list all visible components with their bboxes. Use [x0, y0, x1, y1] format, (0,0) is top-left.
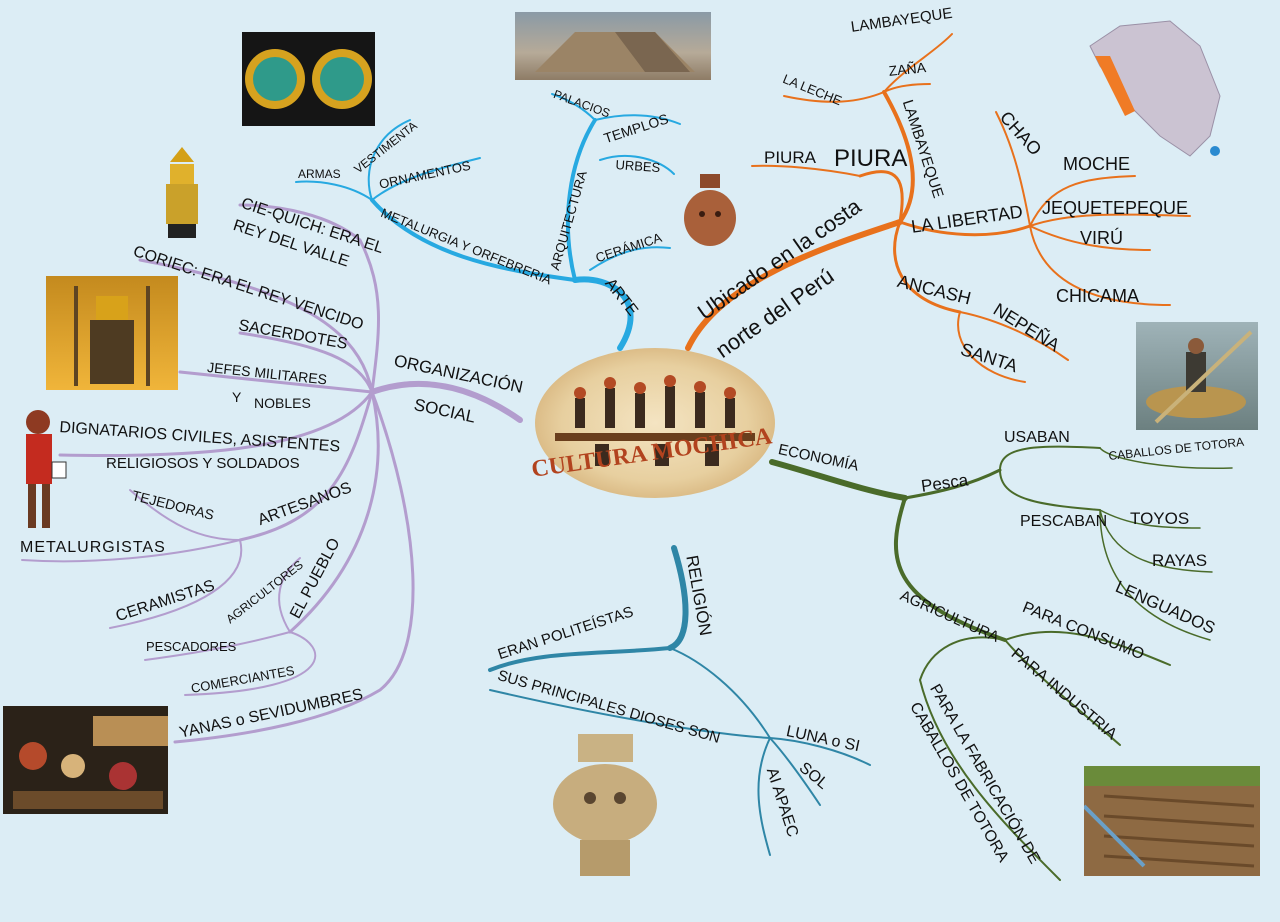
pescaban-label: PESCABAN	[1020, 513, 1108, 530]
gold-figure-image	[150, 142, 214, 242]
central-mural-image	[535, 348, 775, 498]
urbes-label: URBES	[615, 157, 661, 176]
jequetepeque-label: JEQUETEPEQUE	[1042, 198, 1189, 218]
viru-label: VIRÚ	[1080, 228, 1124, 248]
piura-label: PIURA	[764, 148, 816, 167]
dignatarios-label-2: RELIGIOSOS Y SOLDADOS	[106, 455, 300, 472]
pyramid-image	[515, 12, 711, 80]
ubicacion-lines	[685, 33, 1191, 383]
organizacion-lines	[21, 203, 523, 744]
religion-lines	[488, 545, 871, 856]
jefes-label-3: NOBLES	[254, 395, 311, 411]
moche-label: MOCHE	[1063, 154, 1130, 174]
metalurgistas-label: METALURGISTAS	[20, 539, 166, 556]
chicama-label: CHICAMA	[1056, 286, 1140, 306]
usaban-label: USABAN	[1004, 429, 1070, 446]
warrior-image	[8, 402, 70, 532]
market-scene-image	[3, 706, 168, 814]
pescadores-label: PESCADORES	[146, 639, 237, 654]
royal-figure-image	[46, 276, 178, 390]
armas-label: ARMAS	[298, 167, 341, 181]
rayas-label: RAYAS	[1152, 551, 1208, 570]
jefes-label-2: Y	[232, 389, 242, 405]
fisherman-image	[1136, 322, 1258, 430]
earrings-image	[242, 32, 375, 126]
arte-lines	[295, 93, 681, 351]
farm-fields-image	[1084, 766, 1260, 876]
peru-map-image	[1080, 16, 1230, 166]
zana-label: ZAÑA	[887, 59, 927, 79]
deity-image	[548, 732, 663, 878]
ceramic-head-image	[682, 172, 738, 248]
economia-lines	[769, 445, 1233, 881]
toyos-label: TOYOS	[1130, 509, 1190, 528]
piura-sub-label: PIURA	[834, 145, 908, 172]
